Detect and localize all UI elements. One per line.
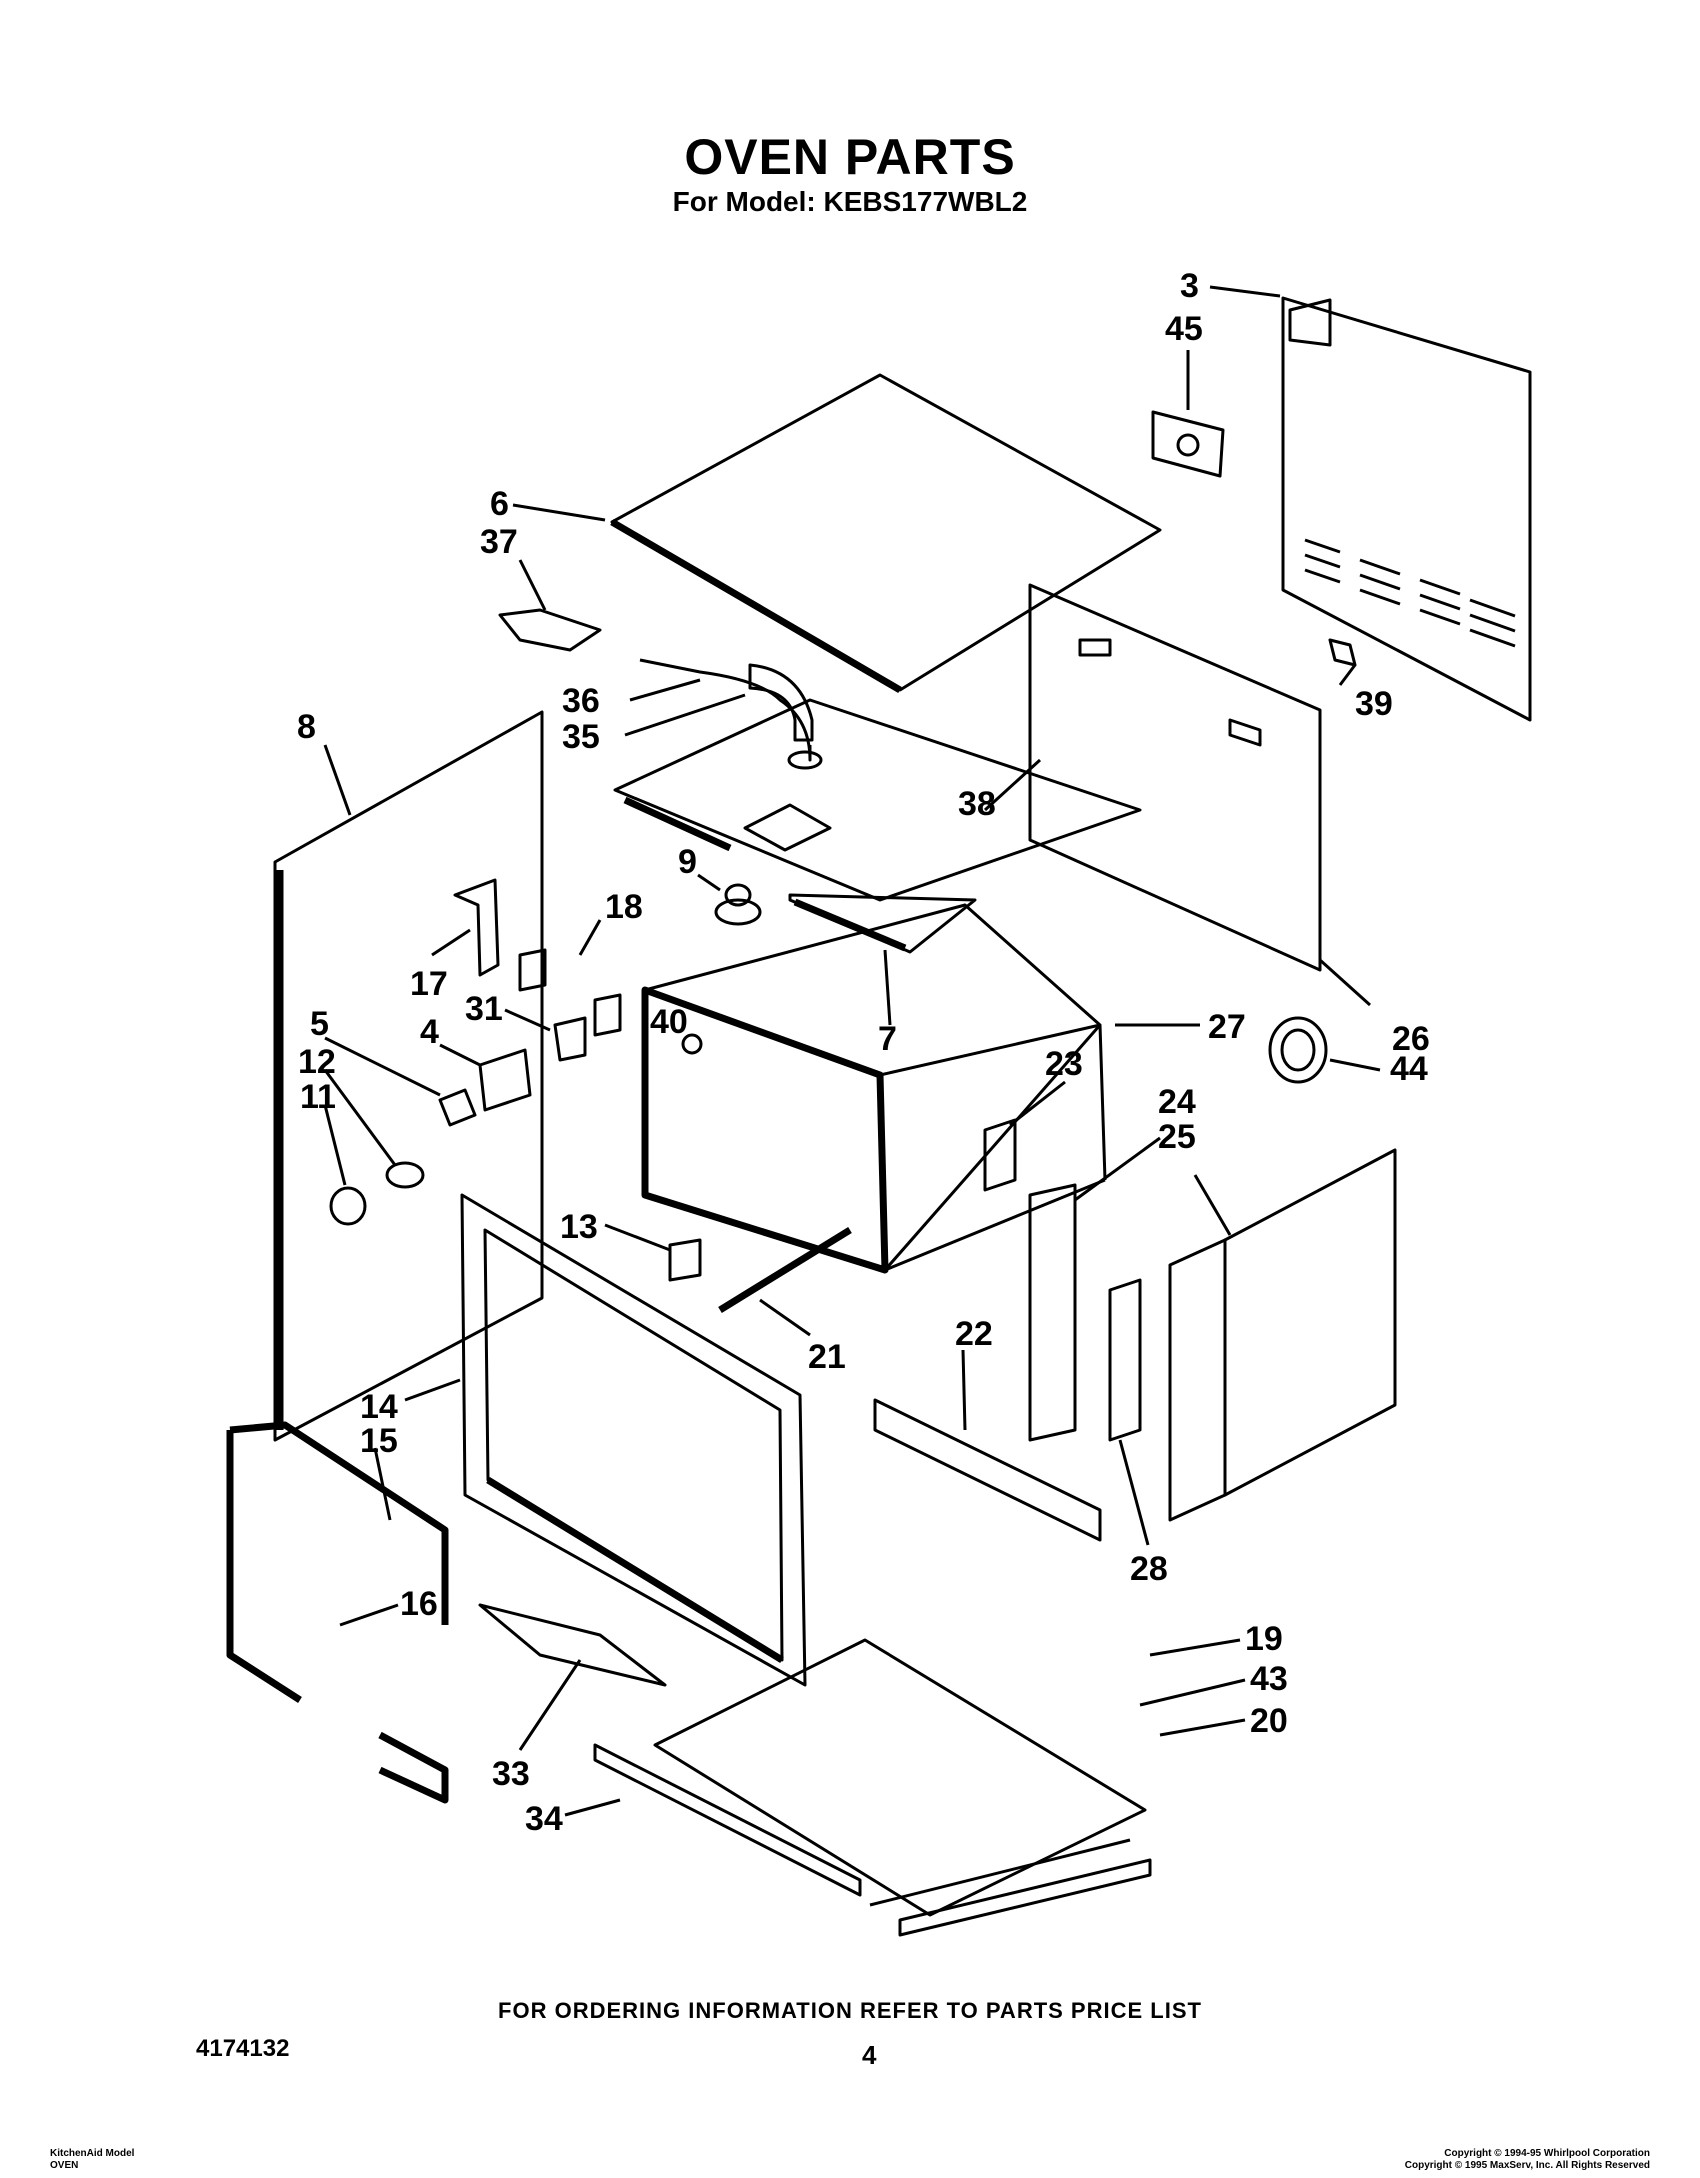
callout-39: 39 xyxy=(1355,685,1393,723)
callout-36: 36 xyxy=(562,682,600,720)
strip-34-part xyxy=(593,1743,862,1897)
callout-26: 26 xyxy=(1392,1020,1430,1058)
bracket-24-part xyxy=(1028,1183,1077,1442)
callout-33: 33 xyxy=(492,1755,530,1793)
leader-lines xyxy=(323,285,1381,1817)
footer-left-note: KitchenAid Model OVEN xyxy=(50,2148,134,2172)
rail-22-part xyxy=(873,1398,1102,1542)
strip-21-part xyxy=(718,1227,852,1313)
callout-4: 4 xyxy=(420,1013,439,1051)
callout-34: 34 xyxy=(525,1800,563,1838)
clip-18-part xyxy=(518,948,622,1037)
callout-13: 13 xyxy=(560,1208,598,1246)
left-note-line2: OVEN xyxy=(50,2160,79,2171)
copyright-line2: Copyright © 1995 MaxServ, Inc. All Right… xyxy=(1404,2160,1650,2171)
top-plate-part xyxy=(613,698,1142,902)
callout-17: 17 xyxy=(410,965,448,1003)
callout-35: 35 xyxy=(562,718,600,756)
callout-23: 23 xyxy=(1045,1045,1083,1083)
callout-11: 11 xyxy=(300,1078,336,1116)
part-13 xyxy=(668,1238,702,1282)
strip-43-part xyxy=(869,1838,1131,1907)
knob-assembly-part xyxy=(329,1048,532,1226)
callout-20: 20 xyxy=(1250,1702,1288,1740)
callout-44: 44 xyxy=(1390,1050,1428,1088)
gasket-part xyxy=(226,1421,449,1804)
callout-27: 27 xyxy=(1208,1008,1246,1046)
callout-6: 6 xyxy=(490,485,509,523)
strip-20-part xyxy=(898,1858,1152,1937)
callout-43: 43 xyxy=(1250,1660,1288,1698)
callout-22: 22 xyxy=(955,1315,993,1353)
ring-44-part xyxy=(1268,1016,1328,1084)
oven-cavity-part xyxy=(641,903,1107,1274)
copyright-line1: Copyright © 1994-95 Whirlpool Corporatio… xyxy=(1444,2148,1650,2159)
bracket-17-part xyxy=(453,878,500,977)
side-panel-25-part xyxy=(1168,1148,1397,1522)
callout-19: 19 xyxy=(1245,1620,1283,1658)
front-frame-part xyxy=(460,1193,807,1687)
copyright: Copyright © 1994-95 Whirlpool Corporatio… xyxy=(1405,2148,1650,2172)
page-title: OVEN PARTS xyxy=(684,129,1016,185)
switch-31-part xyxy=(553,1016,587,1062)
callout-15: 15 xyxy=(360,1422,398,1460)
callout-9: 9 xyxy=(678,843,697,881)
side-panel-left-part xyxy=(273,710,544,1442)
ordering-note: FOR ORDERING INFORMATION REFER TO PARTS … xyxy=(498,1998,1202,2023)
vent-tube-part xyxy=(639,658,823,770)
side-panel-right-part xyxy=(1028,583,1322,972)
callout-40: 40 xyxy=(650,1003,688,1041)
part-33 xyxy=(478,1603,667,1687)
rear-panel-part xyxy=(1281,296,1532,722)
callout-8: 8 xyxy=(297,708,316,746)
callout-16: 16 xyxy=(400,1585,438,1623)
callout-5: 5 xyxy=(310,1005,329,1043)
clip-39-part xyxy=(1328,638,1357,667)
callout-31: 31 xyxy=(465,990,503,1028)
bottom-panel-part xyxy=(653,1638,1147,1917)
callout-7: 7 xyxy=(878,1020,897,1058)
part-40 xyxy=(681,1033,703,1055)
part-9 xyxy=(714,883,762,926)
callout-37: 37 xyxy=(480,523,518,561)
callout-38: 38 xyxy=(958,785,996,823)
callout-21: 21 xyxy=(808,1338,846,1376)
part-23 xyxy=(983,1118,1017,1192)
bar-7-part xyxy=(788,893,977,954)
bracket-45-part xyxy=(1151,410,1225,478)
callout-28: 28 xyxy=(1130,1550,1168,1588)
callout-3: 3 xyxy=(1180,267,1199,305)
part-37 xyxy=(498,608,602,652)
page-number: 4 xyxy=(862,2040,877,2070)
callout-12: 12 xyxy=(298,1043,336,1081)
callout-25: 25 xyxy=(1158,1118,1196,1156)
callout-45: 45 xyxy=(1165,310,1203,348)
callout-18: 18 xyxy=(605,888,643,926)
top-panel-part xyxy=(610,373,1162,694)
callout-14: 14 xyxy=(360,1388,398,1426)
left-note-line1: KitchenAid Model xyxy=(50,2148,135,2159)
model-subtitle: For Model: KEBS177WBL2 xyxy=(672,186,1028,217)
callout-24: 24 xyxy=(1158,1083,1196,1121)
latch-28-part xyxy=(1108,1278,1142,1442)
document-number: 4174132 xyxy=(196,2035,290,2062)
